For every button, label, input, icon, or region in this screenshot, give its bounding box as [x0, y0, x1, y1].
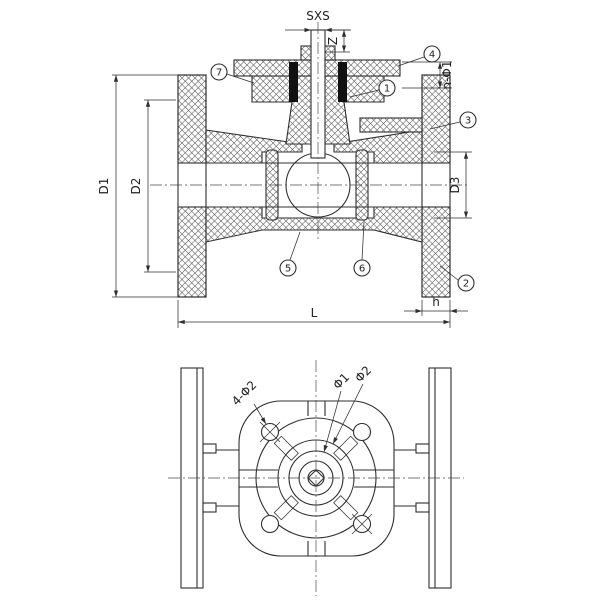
pipe-hubs: [202, 443, 430, 513]
label-z: Z: [326, 37, 340, 45]
centerlines-front: [168, 360, 464, 596]
callout-3: 3: [429, 111, 477, 130]
dimension-z: Z: [325, 29, 350, 53]
body-front-face: [238, 400, 395, 557]
dimension-n-phi1: n-Φ1: [402, 60, 454, 90]
callout-5: 5: [279, 231, 301, 277]
bolt-left: [289, 62, 298, 102]
callout-1-number: 1: [384, 84, 390, 95]
callout-6: 6: [353, 221, 371, 277]
dimension-d2: D2: [129, 99, 176, 273]
body-parting-lines: [239, 401, 394, 556]
bolt-hole-top-right: [352, 422, 372, 442]
dimensions-section: SXS Z n-Φ1 D1: [97, 9, 472, 328]
label-4-phi2: 4-Φ2: [229, 378, 259, 408]
spokes: [273, 435, 359, 521]
right-flange: [421, 74, 451, 298]
bolt-hole-bottom-left: [260, 514, 280, 534]
left-flange-lower: [177, 206, 207, 298]
callout-1: 1: [349, 79, 396, 98]
right-flange-outline: [421, 74, 451, 298]
label-phi2: Φ2: [352, 363, 374, 385]
front-view: 4-Φ2 Φ1 Φ2: [168, 360, 464, 596]
dimension-d3: D3: [434, 151, 472, 219]
callout-4-number: 4: [429, 50, 435, 61]
callout-6-number: 6: [359, 264, 365, 275]
left-flange-upper: [177, 74, 207, 164]
label-d3: D3: [448, 177, 462, 194]
dimension-d1: D1: [97, 74, 178, 298]
bolt-holes: [259, 421, 373, 535]
left-flange: [177, 74, 207, 298]
label-n-phi1: n-Φ1: [440, 60, 454, 89]
label-h: h: [432, 295, 440, 309]
label-sxs: SXS: [306, 9, 329, 23]
dimension-l: L: [177, 300, 451, 328]
right-flange-lower: [421, 206, 451, 298]
bolt-right: [338, 62, 347, 102]
label-d1: D1: [97, 178, 111, 195]
callout-5-number: 5: [285, 264, 291, 275]
label-d2: D2: [129, 178, 143, 195]
section-view: SXS Z n-Φ1 D1: [97, 9, 477, 328]
bore-lines: [178, 162, 450, 208]
left-flange-outline: [177, 74, 207, 298]
callout-4: 4: [397, 45, 441, 67]
callout-7: 7: [210, 63, 255, 84]
dimension-h: h: [404, 295, 468, 316]
label-phi1: Φ1: [330, 370, 352, 392]
callout-2: 2: [439, 265, 475, 292]
centerlines-section: [150, 22, 470, 242]
label-l: L: [311, 306, 318, 320]
callout-3-number: 3: [465, 116, 471, 127]
callout-2-number: 2: [463, 279, 469, 290]
callouts: 7 4 1 3 2: [210, 45, 477, 292]
body-end-joint: [359, 117, 423, 133]
callout-7-number: 7: [216, 68, 222, 79]
